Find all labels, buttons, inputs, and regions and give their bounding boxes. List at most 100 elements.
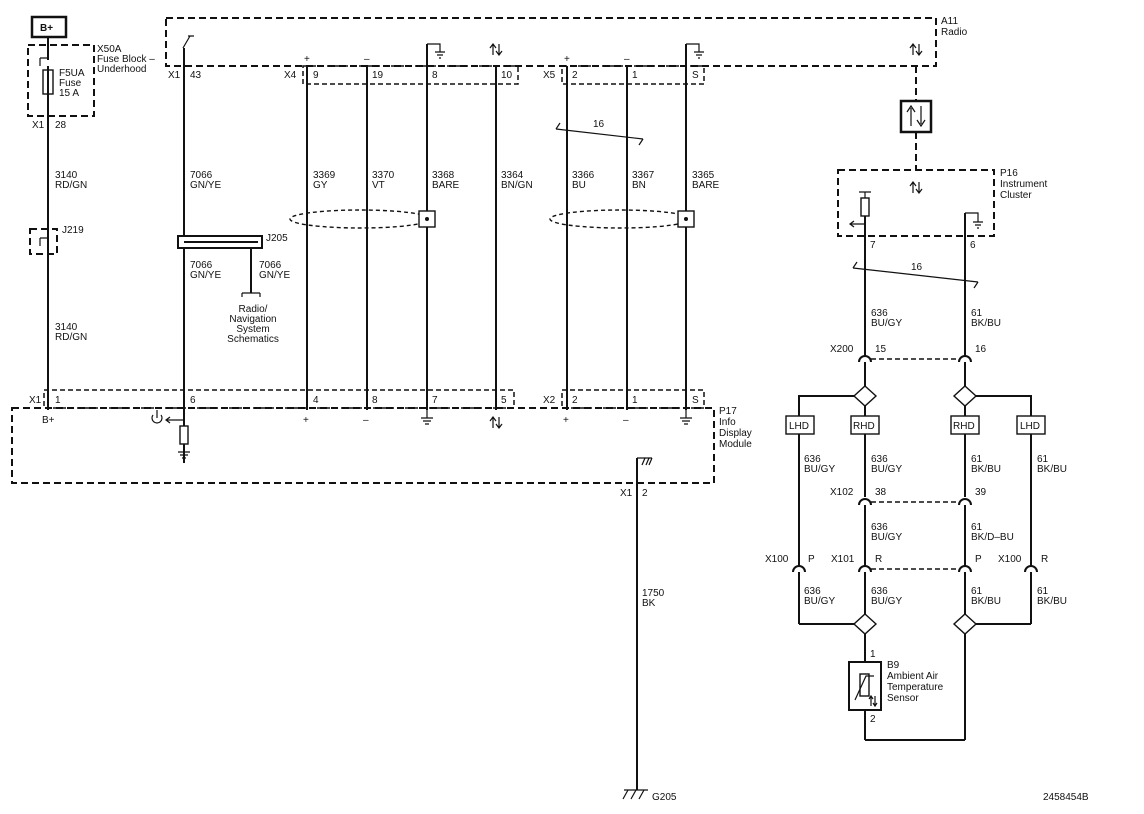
- wire-3370-col: VT: [372, 180, 385, 191]
- x5-top-pin-1: 2: [572, 70, 578, 81]
- wire-636rhd-col: BU/GY: [871, 464, 902, 475]
- x4-bottom-pin-3: 7: [432, 395, 438, 406]
- bplus-label: B+: [42, 415, 55, 426]
- wire-636rhd-num: 636: [871, 454, 888, 465]
- sensor-pin-top: 1: [870, 649, 876, 660]
- wire-636a-num: 636: [871, 308, 888, 319]
- polarity-plus-x5-top: +: [564, 54, 570, 65]
- x1-ground-pin: 2: [642, 488, 648, 499]
- x2-bottom-connector-label: X2: [543, 395, 556, 406]
- x4-bottom-pin-4: 5: [501, 395, 507, 406]
- x5-top-pin-3: S: [692, 70, 699, 81]
- wire-7066c-num: 7066: [259, 260, 282, 271]
- figure-id: 2458454B: [1043, 792, 1089, 803]
- splice-diamond: [952, 385, 978, 407]
- x1-bottom-connector-label: X1: [29, 395, 42, 406]
- info-display-desc3: Module: [719, 439, 752, 450]
- info-display-name: P17: [719, 406, 737, 417]
- fuse-pin: 28: [55, 120, 67, 131]
- wire-3368-col: BARE: [432, 180, 460, 191]
- wire-3140b-col: RD/GN: [55, 332, 87, 343]
- fuse-rating: 15 A: [59, 88, 79, 99]
- option-lhd-left-label: LHD: [789, 421, 809, 432]
- x100-right-pin: R: [1041, 554, 1048, 565]
- x5-top-connector-label: X5: [543, 70, 556, 81]
- wire-7066-col: GN/YE: [190, 180, 221, 191]
- x4-top-pin-2: 19: [372, 70, 384, 81]
- x100-left-label: X100: [765, 554, 789, 565]
- wire-61bl-col: BK/BU: [971, 596, 1001, 607]
- splice-diamond: [852, 613, 878, 635]
- wire-3367-num: 3367: [632, 170, 655, 181]
- wire-61br-col: BK/BU: [1037, 596, 1067, 607]
- wire-636mid-num: 636: [871, 522, 888, 533]
- x1-ground-connector-label: X1: [620, 488, 633, 499]
- wire-3367-col: BN: [632, 180, 646, 191]
- option-rhd-right-label: RHD: [953, 421, 975, 432]
- wire-61br-num: 61: [1037, 586, 1049, 597]
- sensor-name: B9: [887, 660, 900, 671]
- wire-3368-num: 3368: [432, 170, 455, 181]
- radio-ref-line2: Navigation: [229, 314, 276, 325]
- wire-3140b-num: 3140: [55, 322, 78, 333]
- wire-1750-col: BK: [642, 598, 656, 609]
- wire-3365-col: BARE: [692, 180, 720, 191]
- chassis-ground-icon: [622, 789, 648, 800]
- wire-636bl-num: 636: [804, 586, 821, 597]
- info-display-module-box: [11, 407, 715, 484]
- x1-x4-bottom-connector: [43, 389, 515, 409]
- x100-left-pin: P: [808, 554, 815, 565]
- twist-label-2: 16: [911, 262, 923, 273]
- ground-label: G205: [652, 792, 677, 803]
- x101-pin-right: P: [975, 554, 982, 565]
- fuse-block-box: [27, 44, 95, 117]
- polarity-plus-x2-bot: +: [563, 415, 569, 426]
- fuse-connector: X1: [32, 120, 45, 131]
- polarity-minus-x4-top: –: [364, 54, 370, 65]
- wire-3369-num: 3369: [313, 170, 336, 181]
- resistor-icon: [179, 425, 189, 445]
- x2-bottom-pin-2: 1: [632, 395, 638, 406]
- x100-right-label: X100: [998, 554, 1022, 565]
- polarity-minus-x4-bot: –: [363, 415, 369, 426]
- wire-636mid-col: BU/GY: [871, 532, 902, 543]
- info-display-desc1: Info: [719, 417, 736, 428]
- fuse-block-desc1: Fuse Block –: [97, 54, 155, 65]
- bidirectional-arrow-icon: [909, 181, 923, 194]
- fuse-block-name: X50A: [97, 44, 122, 55]
- data-link-module-icon: [899, 99, 933, 134]
- sensor-desc2: Temperature: [887, 682, 944, 693]
- splice-j205-label: J205: [266, 233, 288, 244]
- fuse-name: F5UA: [59, 68, 85, 79]
- bidirectional-arrow-icon: [489, 43, 503, 56]
- polarity-minus-x2-bot: –: [623, 415, 629, 426]
- x102-label: X102: [830, 487, 854, 498]
- radio-ref-line1: Radio/: [239, 304, 268, 315]
- x1-bottom-pin-1: 1: [55, 395, 61, 406]
- ground-icon: [427, 43, 445, 59]
- resistor-icon: [860, 197, 870, 217]
- wire-7066c-col: GN/YE: [259, 270, 290, 281]
- wire-61mid-num: 61: [971, 522, 983, 533]
- cluster-pin-right: 6: [970, 240, 976, 251]
- wire-636a-col: BU/GY: [871, 318, 902, 329]
- ground-icon: [680, 410, 692, 425]
- radio-ref-line4: Schematics: [227, 334, 279, 345]
- wire-61rhd-num: 61: [971, 454, 983, 465]
- option-lhd-right-label: LHD: [1020, 421, 1040, 432]
- shield-icon: [289, 209, 431, 229]
- x1-top-connector-label: X1: [168, 70, 181, 81]
- wire-3140a-col: RD/GN: [55, 180, 87, 191]
- wire-3369-col: GY: [313, 180, 328, 191]
- radio-ref-line3: System: [236, 324, 269, 335]
- bidirectional-arrow-icon: [909, 43, 923, 56]
- x1-bottom-pin-2: 6: [190, 395, 196, 406]
- wire-61lhd-col: BK/BU: [1037, 464, 1067, 475]
- x4-top-connector: [302, 65, 519, 85]
- twist-label-1: 16: [593, 119, 605, 130]
- splice-diamond: [852, 385, 878, 407]
- x2-bottom-pin-3: S: [692, 395, 699, 406]
- wire-3365-num: 3365: [692, 170, 715, 181]
- x101-label: X101: [831, 554, 855, 565]
